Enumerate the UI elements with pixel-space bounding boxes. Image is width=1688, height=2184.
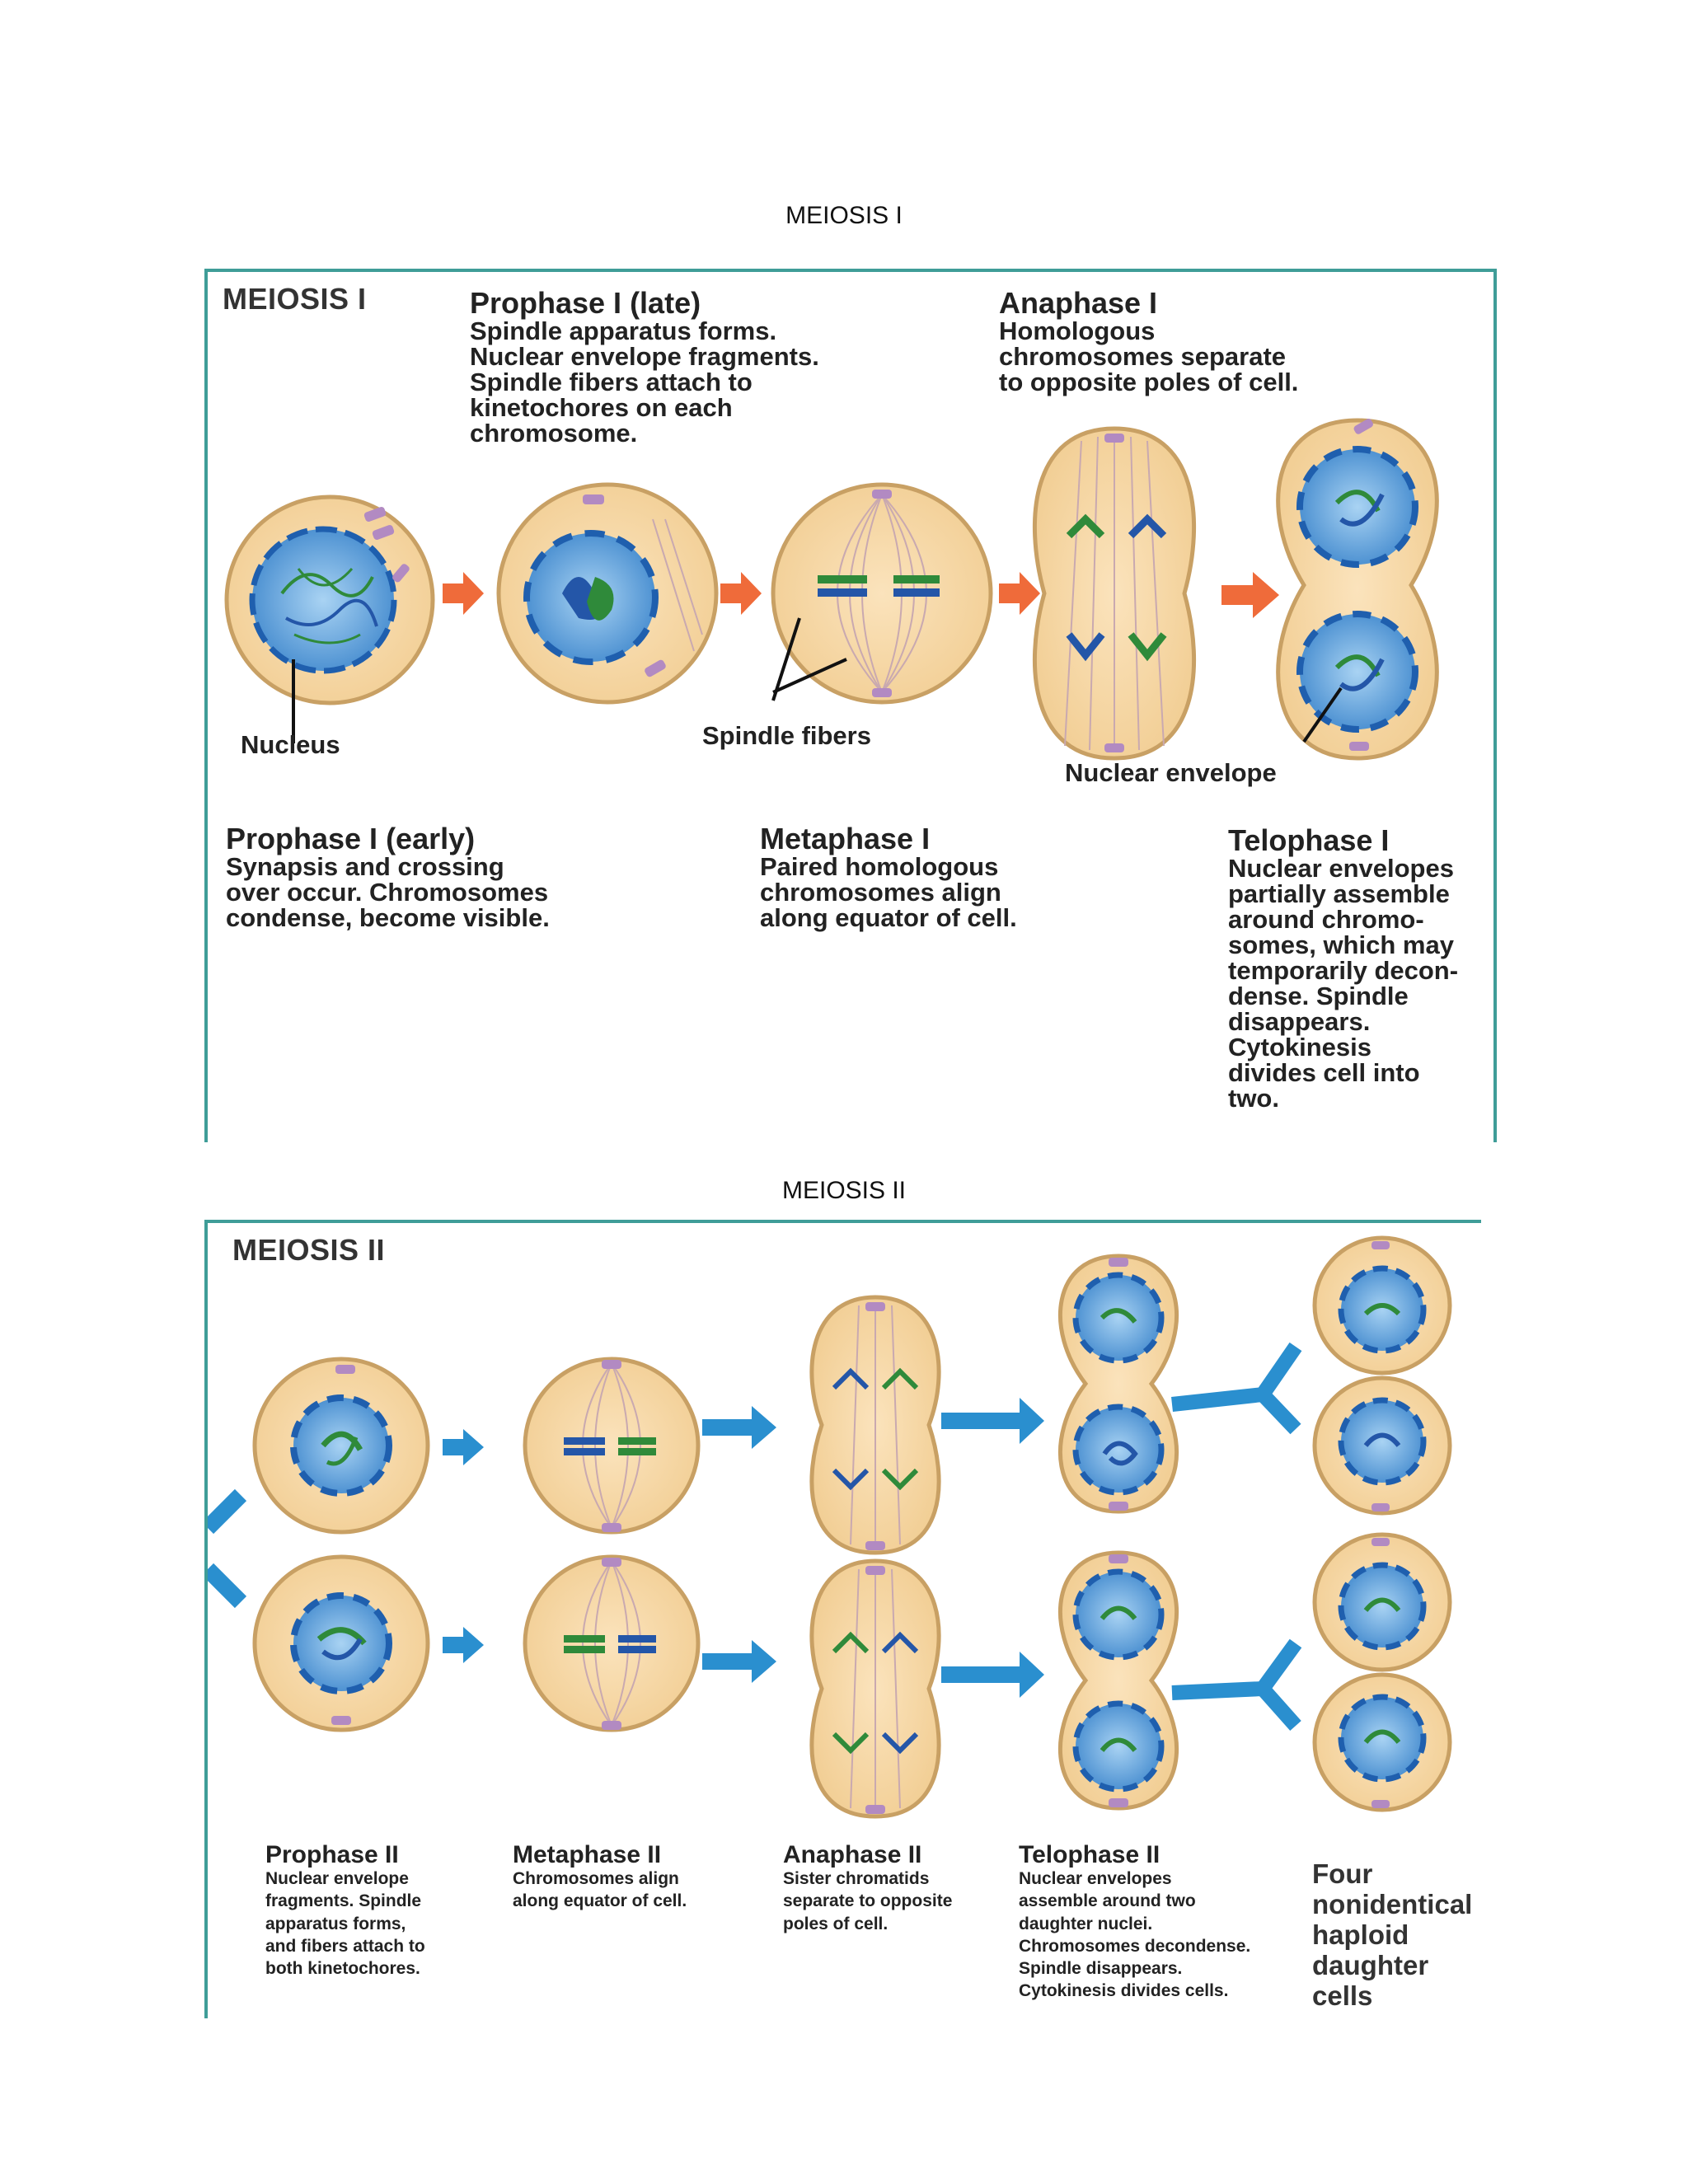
- cell-telophase-2-bottom: [1058, 1550, 1179, 1811]
- nucleus-label: Nucleus: [241, 730, 340, 759]
- stage-prophase-1-early: Prophase I (early) Synapsis and crossing…: [226, 822, 550, 932]
- stage-telophase-1: Telophase I Nuclear envelopes partially …: [1228, 823, 1459, 1113]
- arrow-icon: [720, 572, 762, 615]
- result-label: Four nonidentical haploid daughter cells: [1312, 1858, 1473, 2011]
- cell-anaphase-1: [1032, 426, 1197, 761]
- cell-anaphase-2-bottom: [809, 1558, 941, 1819]
- arrow-icon: [443, 1429, 484, 1465]
- arrow-icon: [1257, 1389, 1301, 1435]
- arrow-icon: [443, 572, 484, 615]
- arrow-icon: [1257, 1684, 1301, 1731]
- daughter-cell-2: [1312, 1376, 1452, 1516]
- arrow-icon: [1171, 1638, 1302, 1700]
- arrow-icon: [208, 1563, 247, 1609]
- meiosis-2-illustration: [208, 1235, 1452, 1819]
- stage-anaphase-1: Anaphase I Homologous chromosomes separa…: [999, 286, 1299, 396]
- meiosis-1-panel: MEIOSIS I: [204, 269, 1497, 1142]
- spindle-fibers-label: Spindle fibers: [702, 721, 871, 750]
- stage-telophase-2: Telophase II Nuclear envelopes assemble …: [1019, 1841, 1251, 2001]
- stage-metaphase-2: Metaphase II Chromosomes align along equ…: [513, 1841, 687, 1911]
- cell-metaphase-2-top: [525, 1359, 698, 1532]
- arrow-icon: [702, 1640, 776, 1683]
- page-heading-meiosis-1: MEIOSIS I: [785, 202, 903, 229]
- page-heading-meiosis-2: MEIOSIS II: [781, 1177, 907, 1204]
- cell-prophase-2-bottom: [255, 1557, 428, 1730]
- arrow-icon: [941, 1398, 1044, 1444]
- meiosis-1-illustration: [224, 418, 1439, 761]
- daughter-cell-3: [1312, 1532, 1452, 1672]
- meiosis-2-panel: MEIOSIS II: [204, 1220, 1481, 2018]
- cell-prophase-1-early: [224, 494, 435, 743]
- cell-prophase-1-late: [496, 482, 719, 705]
- cell-prophase-2-top: [255, 1359, 428, 1532]
- daughter-cell-1: [1312, 1235, 1452, 1376]
- stage-metaphase-1: Metaphase I Paired homologous chromosome…: [760, 822, 1017, 932]
- arrow-icon: [443, 1627, 484, 1663]
- arrow-icon: [999, 572, 1040, 615]
- stage-prophase-1-late: Prophase I (late) Spindle apparatus form…: [470, 286, 819, 448]
- arrow-icon: [702, 1406, 776, 1449]
- stage-anaphase-2: Anaphase II Sister chromatids separate t…: [783, 1841, 953, 1933]
- arrow-icon: [941, 1652, 1044, 1698]
- meiosis-2-title: MEIOSIS II: [232, 1233, 386, 1267]
- cell-anaphase-2-top: [809, 1295, 941, 1555]
- daughter-cell-4: [1312, 1672, 1452, 1812]
- arrow-icon: [208, 1488, 247, 1535]
- cell-telophase-2-top: [1058, 1254, 1179, 1514]
- meiosis-1-title: MEIOSIS I: [223, 282, 367, 316]
- cell-metaphase-1: [771, 482, 993, 705]
- cell-metaphase-2-bottom: [525, 1557, 698, 1730]
- arrow-icon: [1171, 1342, 1302, 1412]
- arrow-icon: [1221, 572, 1279, 618]
- stage-prophase-2: Prophase II Nuclear envelope fragments. …: [265, 1841, 425, 1979]
- nuclear-envelope-label: Nuclear envelope: [1065, 758, 1277, 787]
- cell-telophase-1: [1276, 418, 1439, 761]
